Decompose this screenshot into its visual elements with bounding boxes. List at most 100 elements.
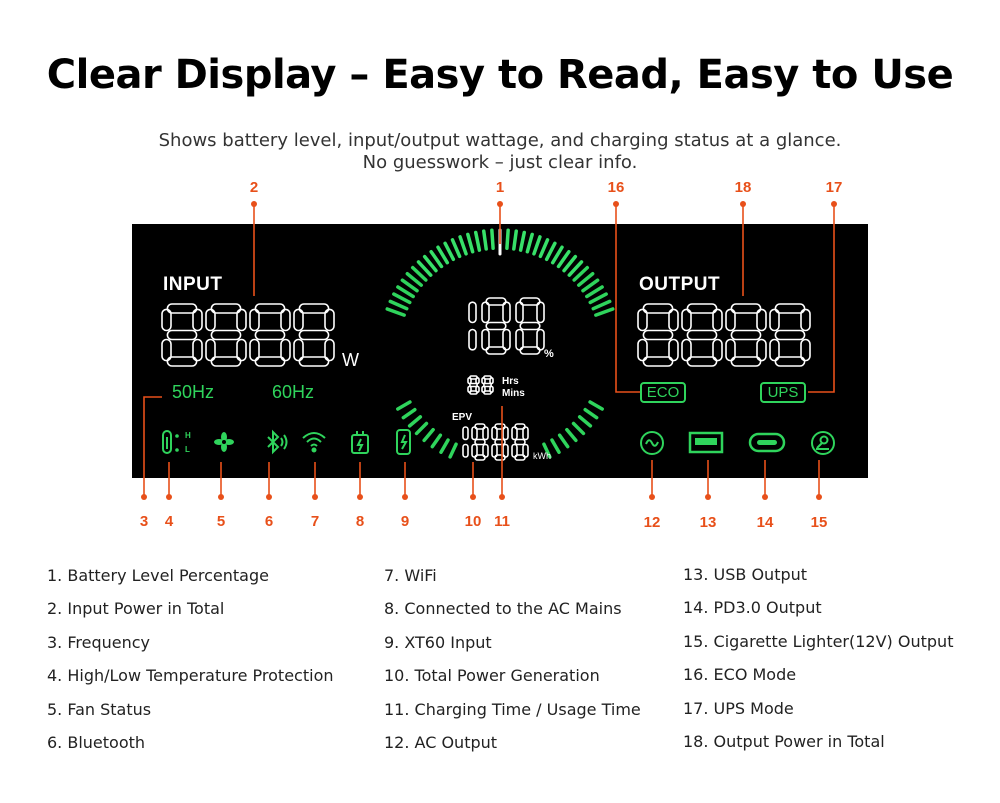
gauge-tick [565,427,578,443]
segment [324,308,335,332]
segment [491,443,498,458]
segment [280,308,291,332]
segment [712,308,723,332]
callout-number: 12 [644,514,661,531]
gauge-tick [532,235,542,256]
time-digits [467,375,494,395]
fan-icon [214,432,234,452]
segment [481,328,490,351]
output-label: OUTPUT [639,274,721,295]
legend-item: 14. PD3.0 Output [683,598,822,618]
segment [730,356,762,367]
segment [725,338,736,362]
segment [536,301,545,324]
segment [482,382,492,388]
subtitle-line-1: Shows battery level, input/output wattag… [158,130,842,151]
epv-digits [462,423,529,461]
legend-item: 17. UPS Mode [683,698,794,718]
gauge-tick [591,299,612,311]
legend-item: 13. USB Output [683,565,808,584]
legend-item: 7. WiFi [384,566,437,585]
gauge-tick [490,228,495,250]
segment [681,308,692,332]
legend-item: 1. Battery Level Percentage [47,566,269,585]
hrs-label: Hrs [502,376,519,387]
segment [293,308,304,332]
epv-label: EPV [452,412,473,423]
segment [774,329,806,341]
bluetooth-icon [267,429,288,455]
segment [686,303,718,314]
segment [298,329,330,341]
usb-output-icon [688,431,724,454]
thermometer-icon [162,430,179,454]
segment [166,329,198,341]
callout-line [143,396,162,497]
freq-60hz: 60Hz [272,382,315,402]
segment [668,308,679,332]
segment [210,303,242,314]
gauge-tick [542,442,552,459]
segment [519,321,541,331]
segment [166,303,198,314]
segment [800,308,811,332]
gauge-tick [557,433,570,449]
segment [515,328,524,351]
gauge-tick [458,235,468,256]
legend-item: 4. High/Low Temperature Protection [47,666,334,686]
gauge-tick [436,245,450,265]
ups-mode-indicator: UPS [760,382,806,403]
segment [668,338,679,362]
legend-item: 15. Cigarette Lighter(12V) Output [683,631,954,651]
segment [205,308,216,332]
segment [511,426,518,441]
gauge-tick [482,229,488,251]
segment [166,356,198,367]
gauge-tick [422,427,435,443]
segment [774,356,806,367]
segment [800,338,811,362]
gauge-tick [416,260,433,277]
segment [774,303,806,314]
gauge-tick [577,272,595,287]
gauge-tick [396,285,415,299]
segment [468,328,477,351]
gauge-tick [572,265,590,282]
input-power-digits [161,303,335,367]
car-socket-icon [811,431,835,455]
segment [210,356,242,367]
gauge-tick [550,438,561,454]
callout-number: 13 [700,514,717,531]
segment [637,338,648,362]
segment [474,438,486,446]
callout-number: 15 [811,514,828,531]
callout-number: 3 [140,513,148,530]
segment [482,426,489,441]
kwh-unit: kWh [533,451,551,461]
segment [471,443,478,458]
legend-item: 16. ECO Mode [683,665,797,685]
segment [502,426,509,441]
wifi-icon [302,432,326,453]
gauge-tick [407,415,423,428]
gauge-tick [414,421,429,436]
segment [293,338,304,362]
mins-label: Mins [502,388,525,399]
segment [471,426,478,441]
gauge-tick [443,241,456,262]
gauge-tick [388,299,409,311]
gauge-tick [581,278,600,293]
segment [502,301,511,324]
segment [769,338,780,362]
callout-number: 7 [311,513,319,530]
callout-number: 8 [356,513,364,530]
segment [462,426,469,441]
segment [712,338,723,362]
legend-item: 5. Fan Status [47,699,152,719]
segment [686,356,718,367]
callout-number: 18 [735,179,752,196]
segment [192,338,203,362]
gauge-tick [525,232,534,254]
